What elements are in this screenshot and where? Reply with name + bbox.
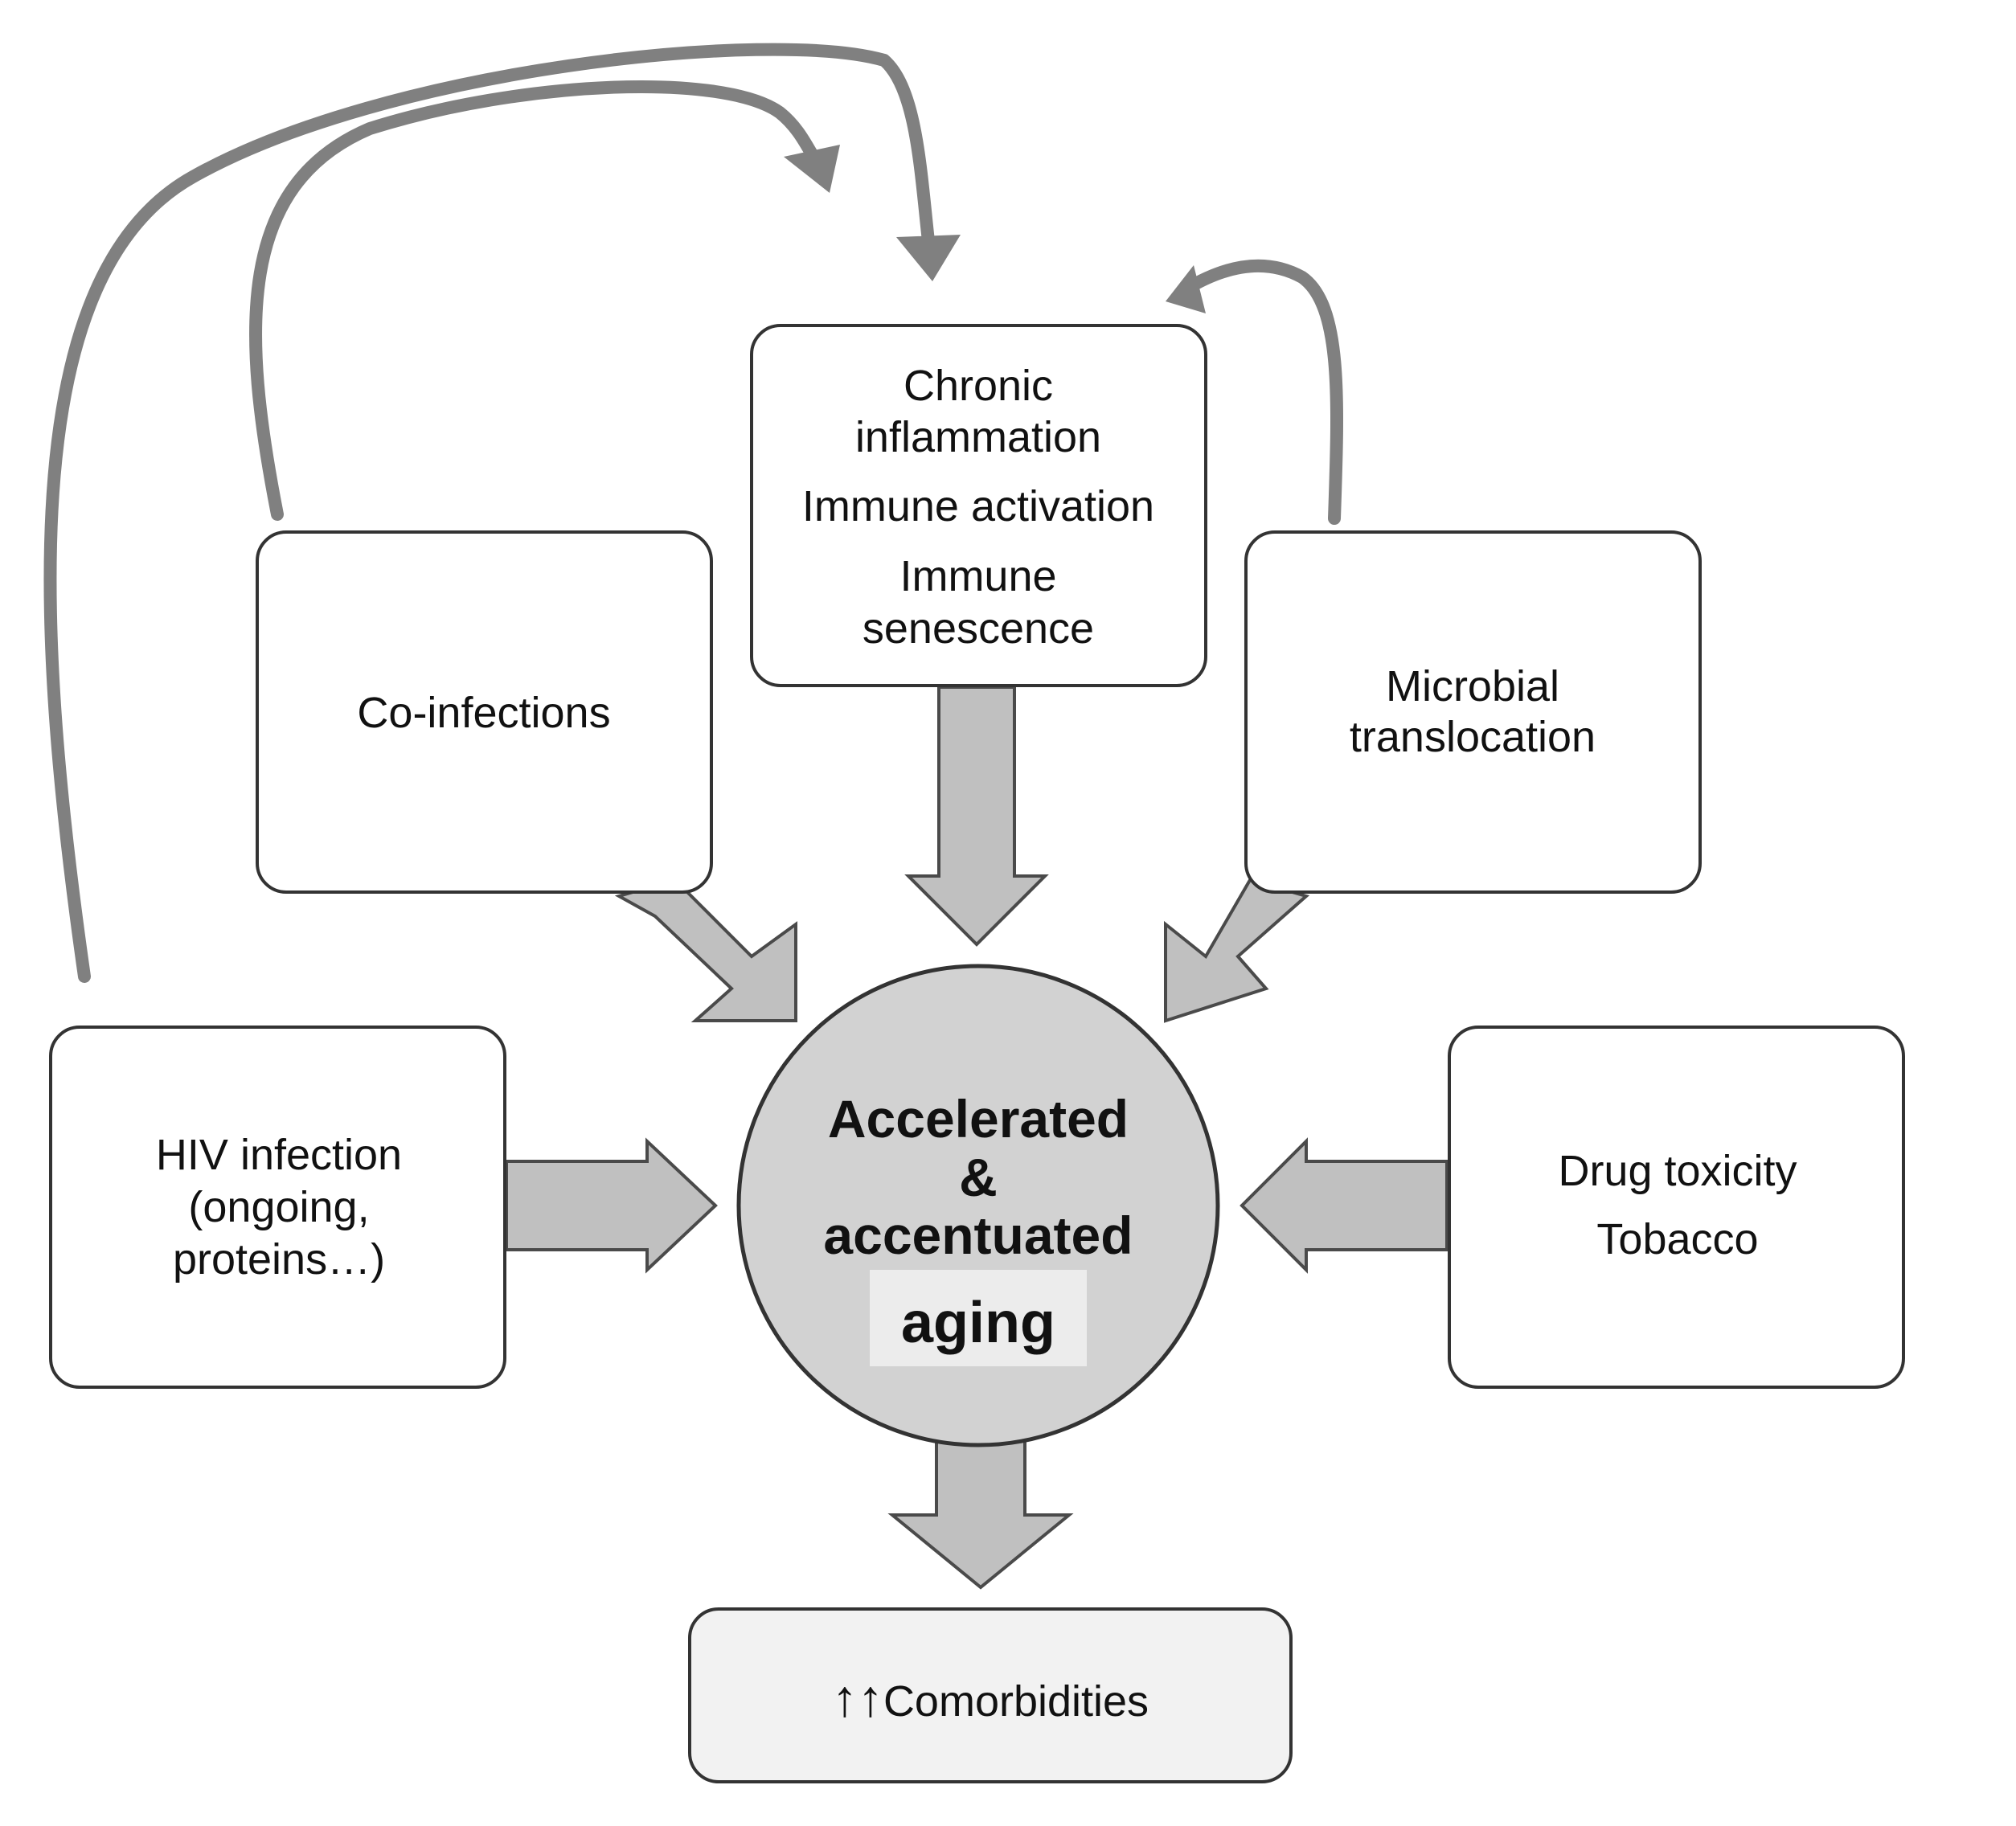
chronic-line-5: senescence xyxy=(863,604,1094,653)
curve-arrowhead-2 xyxy=(784,145,840,193)
coinfections-label: Co-infections xyxy=(357,689,610,737)
arrow-chronic-to-center xyxy=(904,686,1049,947)
double-up-arrow-icon: ↑↑ xyxy=(832,1669,883,1727)
arrow-coinfections-to-center xyxy=(614,878,797,1022)
feedback-curve-microbial xyxy=(1179,259,1344,525)
hiv-line-2: (ongoing, xyxy=(188,1183,369,1231)
chronic-line-3: Immune activation xyxy=(802,482,1154,530)
microbial-line-1: Microbial xyxy=(1386,662,1559,710)
box-chronic-inflammation: Chronic inflammation Immune activation I… xyxy=(750,324,1207,687)
chronic-line-2: inflammation xyxy=(855,413,1101,461)
hiv-line-1: HIV infection xyxy=(156,1131,402,1179)
box-comorbidities: ↑↑Comorbidities xyxy=(688,1607,1293,1783)
center-line-2: & xyxy=(959,1148,998,1207)
arrow-hiv-to-center xyxy=(505,1137,718,1274)
center-line-3: accentuated xyxy=(823,1206,1133,1265)
arrow-center-to-comorbidities xyxy=(887,1437,1074,1590)
arrow-drug-to-center xyxy=(1240,1137,1448,1274)
box-hiv-infection: HIV infection (ongoing, proteins…) xyxy=(49,1026,506,1389)
box-coinfections: Co-infections xyxy=(256,530,713,894)
hiv-line-3: proteins…) xyxy=(173,1235,385,1284)
curve-arrowhead-1 xyxy=(896,235,961,281)
feedback-curve-coinfections xyxy=(249,80,822,521)
center-aging-circle: Accelerated & accentuated aging xyxy=(736,964,1220,1447)
box-drug-toxicity: Drug toxicity Tobacco xyxy=(1448,1026,1905,1389)
drug-line-2: Tobacco xyxy=(1596,1215,1758,1263)
comorbidities-text: Comorbidities xyxy=(883,1677,1149,1726)
feedback-curve-hiv xyxy=(43,43,935,983)
chronic-line-4: Immune xyxy=(899,552,1056,600)
curve-arrowhead-3 xyxy=(1166,265,1206,313)
drug-line-1: Drug toxicity xyxy=(1558,1147,1797,1195)
arrow-microbial-to-center xyxy=(1164,878,1310,1023)
center-aging: aging xyxy=(901,1291,1055,1355)
microbial-line-2: translocation xyxy=(1350,713,1596,761)
chronic-line-1: Chronic xyxy=(904,362,1053,410)
center-line-1: Accelerated xyxy=(828,1089,1129,1148)
box-microbial-translocation: Microbial translocation xyxy=(1244,530,1702,894)
comorbidities-label: ↑↑Comorbidities xyxy=(832,1669,1149,1727)
